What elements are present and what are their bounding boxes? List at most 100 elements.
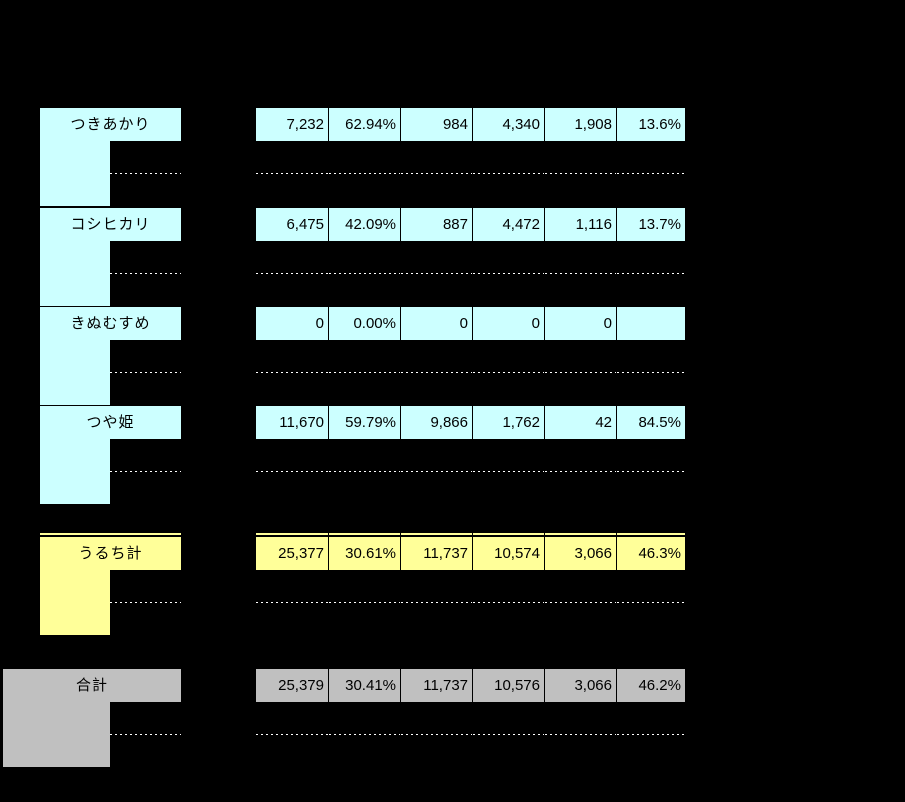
row-label-stem-goukei	[3, 702, 110, 767]
data-cell-tsukiakari-col5[interactable]: 1,908	[545, 108, 616, 141]
dotted-rule-label-uruchi-kei	[110, 602, 181, 603]
row-label-kinumusume[interactable]: きぬむすめ	[40, 307, 181, 340]
data-cell-uruchi-kei-col2[interactable]: 30.61%	[329, 537, 400, 570]
dotted-rule-uruchi-kei-col2	[329, 602, 400, 603]
dotted-rule-uruchi-kei-col5	[545, 602, 616, 603]
subtotal-top-rule-col-6	[617, 533, 685, 535]
data-cell-tsukiakari-col1[interactable]: 7,232	[256, 108, 328, 141]
subtotal-top-rule-col-5	[545, 533, 616, 535]
data-cell-goukei-col3[interactable]: 11,737	[401, 669, 472, 702]
data-cell-goukei-col6[interactable]: 46.2%	[617, 669, 685, 702]
data-cell-koshihikari-col5[interactable]: 1,116	[545, 208, 616, 241]
dotted-rule-tsukiakari-col5	[545, 173, 616, 174]
data-cell-uruchi-kei-col5[interactable]: 3,066	[545, 537, 616, 570]
data-cell-tsuyahime-col3[interactable]: 9,866	[401, 406, 472, 439]
dotted-rule-uruchi-kei-col6	[617, 602, 685, 603]
row-separator-koshihikari	[40, 207, 181, 208]
data-cell-tsukiakari-col3[interactable]: 984	[401, 108, 472, 141]
dotted-rule-tsuyahime-col1	[256, 471, 328, 472]
dotted-rule-label-koshihikari	[110, 273, 181, 274]
row-label-block-koshihikari: コシヒカリ	[40, 208, 181, 306]
dotted-rule-kinumusume-col2	[329, 372, 400, 373]
data-cell-kinumusume-col1[interactable]: 0	[256, 307, 328, 340]
row-label-goukei[interactable]: 合計	[3, 669, 181, 702]
dotted-rule-tsukiakari-col3	[401, 173, 472, 174]
dotted-rule-label-tsuyahime	[110, 471, 181, 472]
data-cell-kinumusume-col6[interactable]	[617, 307, 685, 340]
dotted-rule-kinumusume-col4	[473, 372, 544, 373]
data-cell-koshihikari-col3[interactable]: 887	[401, 208, 472, 241]
data-cell-koshihikari-col2[interactable]: 42.09%	[329, 208, 400, 241]
dotted-rule-uruchi-kei-col1	[256, 602, 328, 603]
dotted-rule-goukei-col3	[401, 734, 472, 735]
row-label-block-kinumusume: きぬむすめ	[40, 307, 181, 405]
data-cell-tsuyahime-col6[interactable]: 84.5%	[617, 406, 685, 439]
dotted-rule-kinumusume-col1	[256, 372, 328, 373]
dotted-rule-koshihikari-col3	[401, 273, 472, 274]
data-cell-kinumusume-col3[interactable]: 0	[401, 307, 472, 340]
dotted-rule-goukei-col6	[617, 734, 685, 735]
subtotal-top-rule-label	[40, 533, 181, 535]
dotted-rule-kinumusume-col6	[617, 372, 685, 373]
dotted-rule-koshihikari-col1	[256, 273, 328, 274]
data-cell-tsukiakari-col2[interactable]: 62.94%	[329, 108, 400, 141]
dotted-rule-label-kinumusume	[110, 372, 181, 373]
dotted-rule-koshihikari-col6	[617, 273, 685, 274]
row-label-stem-koshihikari	[40, 241, 110, 306]
row-label-block-uruchi-kei: うるち計	[40, 537, 181, 635]
data-cell-tsuyahime-col5[interactable]: 42	[545, 406, 616, 439]
data-cell-kinumusume-col5[interactable]: 0	[545, 307, 616, 340]
data-cell-tsukiakari-col4[interactable]: 4,340	[473, 108, 544, 141]
data-cell-kinumusume-col2[interactable]: 0.00%	[329, 307, 400, 340]
dotted-rule-koshihikari-col4	[473, 273, 544, 274]
row-label-block-tsukiakari: つきあかり	[40, 108, 181, 206]
dotted-rule-tsuyahime-col4	[473, 471, 544, 472]
subtotal-top-rule-col-1	[256, 533, 328, 535]
dotted-rule-koshihikari-col2	[329, 273, 400, 274]
dotted-rule-tsukiakari-col4	[473, 173, 544, 174]
data-cell-tsuyahime-col2[interactable]: 59.79%	[329, 406, 400, 439]
row-label-uruchi-kei[interactable]: うるち計	[40, 537, 181, 570]
dotted-rule-kinumusume-col3	[401, 372, 472, 373]
dotted-rule-tsukiakari-col6	[617, 173, 685, 174]
data-cell-goukei-col5[interactable]: 3,066	[545, 669, 616, 702]
subtotal-top-rule-col-3	[401, 533, 472, 535]
dotted-rule-tsuyahime-col5	[545, 471, 616, 472]
data-cell-uruchi-kei-col1[interactable]: 25,377	[256, 537, 328, 570]
dotted-rule-uruchi-kei-col3	[401, 602, 472, 603]
dotted-rule-uruchi-kei-col4	[473, 602, 544, 603]
dotted-rule-goukei-col5	[545, 734, 616, 735]
row-label-koshihikari[interactable]: コシヒカリ	[40, 208, 181, 241]
data-cell-uruchi-kei-col6[interactable]: 46.3%	[617, 537, 685, 570]
data-cell-goukei-col1[interactable]: 25,379	[256, 669, 328, 702]
dotted-rule-tsuyahime-col6	[617, 471, 685, 472]
dotted-rule-kinumusume-col5	[545, 372, 616, 373]
row-separator-kinumusume	[40, 306, 181, 307]
data-cell-uruchi-kei-col4[interactable]: 10,574	[473, 537, 544, 570]
data-cell-koshihikari-col6[interactable]: 13.7%	[617, 208, 685, 241]
data-cell-kinumusume-col4[interactable]: 0	[473, 307, 544, 340]
dotted-rule-goukei-col2	[329, 734, 400, 735]
data-cell-tsuyahime-col1[interactable]: 11,670	[256, 406, 328, 439]
data-cell-goukei-col2[interactable]: 30.41%	[329, 669, 400, 702]
dotted-rule-tsuyahime-col3	[401, 471, 472, 472]
dotted-rule-goukei-col1	[256, 734, 328, 735]
row-label-block-goukei: 合計	[3, 669, 181, 767]
row-label-stem-tsuyahime	[40, 439, 110, 504]
subtotal-top-rule-col-2	[329, 533, 400, 535]
dotted-rule-tsukiakari-col2	[329, 173, 400, 174]
row-label-tsuyahime[interactable]: つや姫	[40, 406, 181, 439]
dotted-rule-tsukiakari-col1	[256, 173, 328, 174]
row-label-stem-kinumusume	[40, 340, 110, 405]
data-cell-koshihikari-col4[interactable]: 4,472	[473, 208, 544, 241]
data-cell-tsuyahime-col4[interactable]: 1,762	[473, 406, 544, 439]
data-cell-uruchi-kei-col3[interactable]: 11,737	[401, 537, 472, 570]
row-label-stem-uruchi-kei	[40, 570, 110, 635]
data-cell-tsukiakari-col6[interactable]: 13.6%	[617, 108, 685, 141]
dotted-rule-label-tsukiakari	[110, 173, 181, 174]
data-cell-goukei-col4[interactable]: 10,576	[473, 669, 544, 702]
row-label-tsukiakari[interactable]: つきあかり	[40, 108, 181, 141]
row-label-block-tsuyahime: つや姫	[40, 406, 181, 504]
data-cell-koshihikari-col1[interactable]: 6,475	[256, 208, 328, 241]
